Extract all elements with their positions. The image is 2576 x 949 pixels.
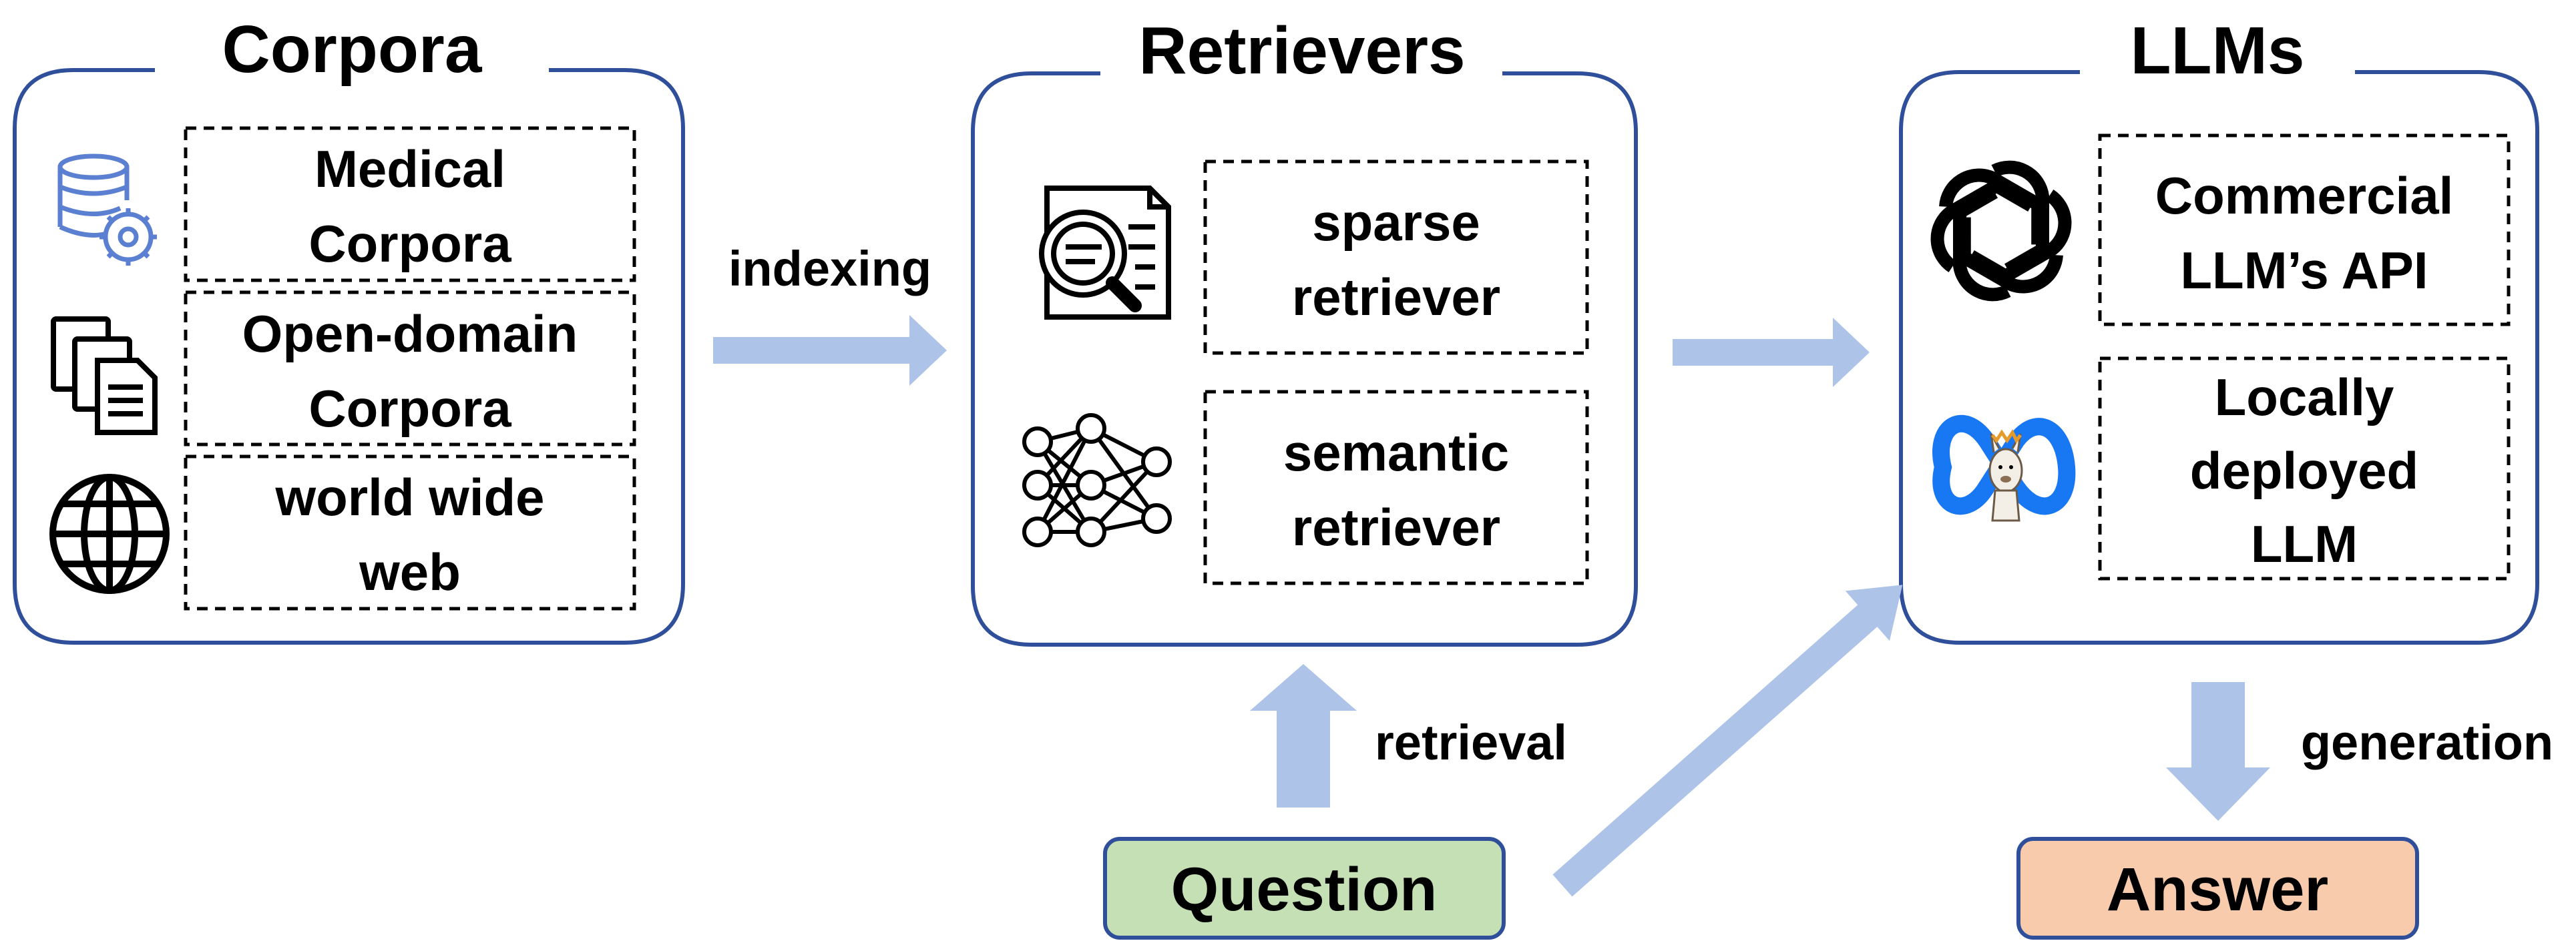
indexing-arrow: indexing	[713, 241, 947, 386]
corpora-panel-border	[13, 68, 685, 645]
answer-box-shape	[2016, 837, 2419, 940]
corpora-item-box	[184, 290, 636, 446]
corpora-item-line: world wide	[274, 468, 544, 527]
generation-arrow: generation	[2166, 682, 2553, 821]
database-gear-icon	[57, 153, 157, 266]
retriever-item-line: sparse	[1312, 193, 1480, 252]
retriever-item-line: semantic	[1283, 423, 1509, 482]
corpora-item-line: Corpora	[308, 214, 511, 273]
llm-item: Locally deployed LLM	[2098, 356, 2511, 581]
llm-item: Commercial LLM’s API	[2098, 133, 2511, 326]
indexing-label: indexing	[728, 241, 931, 296]
retriever-item-line: retriever	[1292, 268, 1500, 326]
retrievers-title: Retrievers	[1138, 13, 1465, 88]
corpora-item: Open-domain Corpora	[184, 290, 636, 446]
answer-box: Answer	[2016, 837, 2419, 940]
corpora-item-box	[184, 454, 636, 611]
question-box: Question	[1103, 837, 1506, 940]
answer-label: Answer	[2107, 856, 2328, 924]
llm-item-line: deployed	[2190, 441, 2418, 500]
retrievers-to-llms-arrow	[1673, 318, 1870, 387]
retriever-item: sparse retriever	[1203, 160, 1589, 355]
retrievers-panel-border	[971, 71, 1638, 647]
retrieval-arrow: retrieval	[1250, 664, 1567, 808]
generation-arrow-shape	[2166, 682, 2270, 821]
corpora-item: world wide web	[184, 454, 636, 611]
corpora-item-line: web	[359, 543, 461, 601]
retriever-item-box	[1203, 390, 1589, 585]
neural-network-icon	[1022, 413, 1172, 547]
llm-item-line: Locally	[2215, 368, 2394, 426]
globe-icon	[49, 474, 170, 594]
retrieval-label: retrieval	[1375, 715, 1567, 770]
meta-llama-logo-icon	[1932, 414, 2076, 522]
corpora-item-line: Corpora	[308, 379, 511, 438]
retrievers-panel: Retrievers sparse retriever	[971, 13, 1638, 647]
document-search-icon	[1039, 186, 1171, 320]
question-label: Question	[1171, 856, 1438, 924]
documents-icon	[51, 316, 158, 435]
llms-panel: LLMs	[1899, 13, 2539, 645]
corpora-title: Corpora	[222, 12, 483, 87]
openai-logo-icon	[1930, 160, 2072, 302]
generation-label: generation	[2301, 715, 2553, 770]
llm-item-line: LLM	[2251, 515, 2358, 573]
llm-item-box	[2098, 133, 2511, 326]
corpora-item-line: Open-domain	[242, 304, 578, 363]
corpora-item: Medical Corpora	[184, 126, 636, 282]
corpora-item-line: Medical	[314, 139, 505, 198]
llm-item-line: Commercial	[2155, 166, 2454, 225]
retriever-item-box	[1203, 160, 1589, 355]
retrieval-arrow-shape	[1250, 664, 1357, 808]
llm-item-box	[2098, 356, 2511, 581]
question-box-shape	[1103, 837, 1506, 940]
llm-item-line: LLM’s API	[2180, 241, 2428, 300]
llms-title: LLMs	[2130, 13, 2304, 88]
retriever-item: semantic retriever	[1203, 390, 1589, 585]
corpora-panel: Corpora Medical Cor	[13, 12, 685, 645]
question-to-llms-arrow	[1552, 585, 1903, 897]
indexing-arrow-shape	[713, 315, 947, 386]
retriever-item-line: retriever	[1292, 498, 1500, 557]
llama-figure	[1988, 429, 2023, 522]
llms-panel-border	[1899, 70, 2539, 645]
corpora-item-box	[184, 126, 636, 282]
